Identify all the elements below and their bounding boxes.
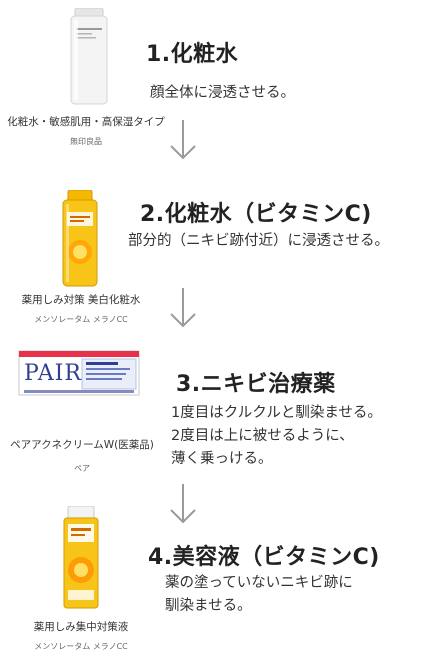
step-title: 3.ニキビ治療薬: [176, 372, 336, 397]
step-description-line: 1度目はクルクルと馴染ませる。: [171, 405, 382, 421]
product-brand: メンソレータム メラノCC: [34, 315, 128, 324]
product-name: 薬用しみ対策 美白化粧水: [21, 294, 141, 306]
step-description: 顔全体に浸透させる。: [150, 82, 295, 105]
package-logo-text: PAIR: [24, 361, 82, 386]
step-title: 1.化粧水: [146, 42, 239, 67]
arrow-down-icon: [170, 288, 196, 328]
step-title: 4.美容液（ビタミンC): [148, 545, 380, 570]
product-name: ペアアクネクリームW(医薬品): [10, 439, 154, 451]
step-description: 1度目はクルクルと馴染ませる。 2度目は上に被せるように、 薄く乗っける。: [171, 402, 382, 471]
product-brand: ペア: [74, 464, 90, 473]
step-description: 部分的（ニキビ跡付近）に浸透させる。: [128, 230, 389, 253]
product-brand: 無印良品: [70, 137, 102, 146]
product-image-melano-cc-essence: [62, 505, 100, 610]
step-description-line: 馴染ませる。: [165, 598, 252, 614]
arrow-down-icon: [170, 120, 196, 160]
product-name: 化粧水・敏感肌用・高保湿タイプ: [7, 116, 165, 128]
step-description-line: 薄く乗っける。: [171, 451, 273, 467]
product-brand: メンソレータム メラノCC: [34, 642, 128, 651]
product-name: 薬用しみ集中対策液: [33, 621, 129, 633]
step-description-line: 部分的（ニキビ跡付近）に浸透させる。: [128, 233, 389, 249]
product-image-muji-lotion: [66, 7, 112, 106]
arrow-down-icon: [170, 484, 196, 524]
step-title: 2.化粧水（ビタミンC): [140, 202, 372, 227]
product-image-melano-cc-lotion: [60, 189, 100, 288]
step-description-line: 顔全体に浸透させる。: [150, 85, 295, 101]
product-image-pair-acne-cream: PAIR: [18, 350, 140, 396]
step-description: 薬の塗っていないニキビ跡に 馴染ませる。: [165, 572, 353, 618]
step-description-line: 2度目は上に被せるように、: [171, 428, 354, 444]
step-description-line: 薬の塗っていないニキビ跡に: [165, 575, 353, 591]
